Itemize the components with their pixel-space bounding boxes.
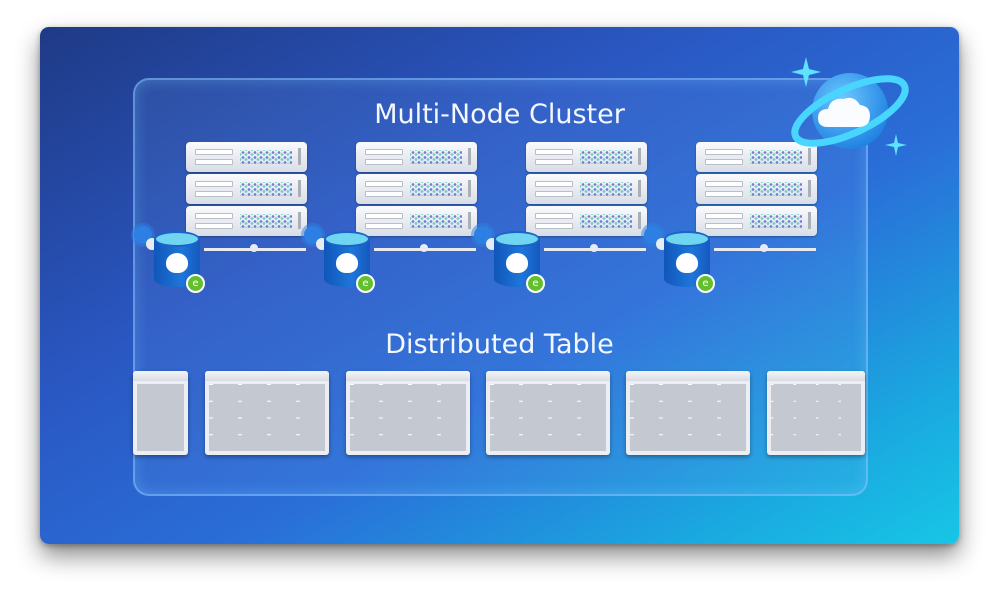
- server-unit-icon: [356, 206, 477, 236]
- citus-badge-icon: e: [696, 274, 715, 293]
- cluster-node: e: [134, 142, 324, 293]
- server-unit-icon: [696, 174, 817, 204]
- server-unit-icon: [696, 142, 817, 172]
- table-shard-icon: [205, 371, 329, 455]
- table-shard-icon: [346, 371, 470, 455]
- table-shard-icon: [133, 371, 188, 455]
- network-rail: [714, 244, 816, 252]
- server-unit-icon: [526, 174, 647, 204]
- citus-badge-icon: e: [186, 274, 205, 293]
- citus-badge-icon: e: [526, 274, 545, 293]
- network-rail: [374, 244, 476, 252]
- server-unit-icon: [186, 142, 307, 172]
- table-shard-icon: [626, 371, 750, 455]
- server-unit-icon: [356, 174, 477, 204]
- server-unit-icon: [356, 142, 477, 172]
- cluster-node: e: [644, 142, 834, 293]
- table-shard-icon: [486, 371, 610, 455]
- postgresql-elephant-icon: [494, 231, 540, 289]
- cluster-title: Multi-Node Cluster: [374, 99, 625, 130]
- server-unit-icon: [696, 206, 817, 236]
- server-unit-icon: [186, 206, 307, 236]
- server-unit-icon: [186, 174, 307, 204]
- sparkle-icon: [885, 134, 907, 156]
- table-shard-icon: [767, 371, 865, 455]
- diagram-canvas: Multi-Node Cluster Distributed Table e e e…: [40, 27, 959, 544]
- azure-cosmos-db-planet-icon: [791, 57, 909, 156]
- network-rail: [204, 244, 306, 252]
- distributed-table-title: Distributed Table: [385, 329, 614, 360]
- server-unit-icon: [526, 206, 647, 236]
- cluster-node: e: [474, 142, 664, 293]
- citus-badge-icon: e: [356, 274, 375, 293]
- network-rail: [544, 244, 646, 252]
- server-unit-icon: [526, 142, 647, 172]
- cluster-node: e: [304, 142, 494, 293]
- sparkle-icon: [791, 57, 821, 87]
